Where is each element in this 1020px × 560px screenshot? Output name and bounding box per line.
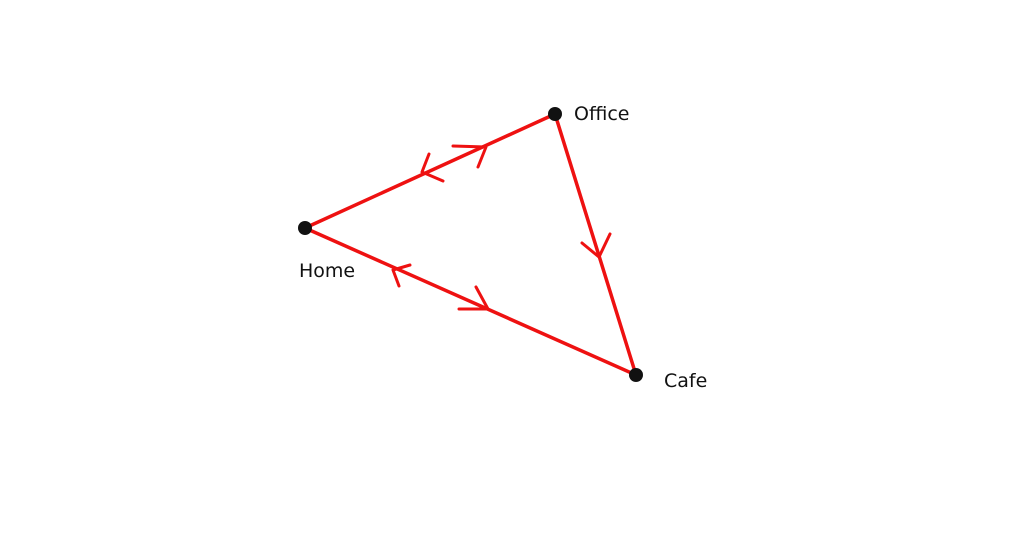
arrow-office-to-home	[420, 152, 445, 183]
node-label-office: Office	[574, 103, 629, 125]
edge-home-cafe	[303, 226, 638, 377]
arrow-office-to-cafe	[580, 232, 612, 259]
node-label-cafe: Cafe	[664, 370, 707, 392]
node-office	[548, 107, 562, 121]
node-home	[298, 221, 312, 235]
arrow-cafe-to-home	[391, 263, 412, 288]
arrow-home-to-office	[451, 144, 488, 169]
edge-home-office	[303, 112, 557, 230]
edge-office-cafe	[553, 112, 638, 377]
arrow-home-to-cafe	[457, 285, 490, 311]
node-cafe	[629, 368, 643, 382]
node-label-home: Home	[299, 260, 355, 282]
